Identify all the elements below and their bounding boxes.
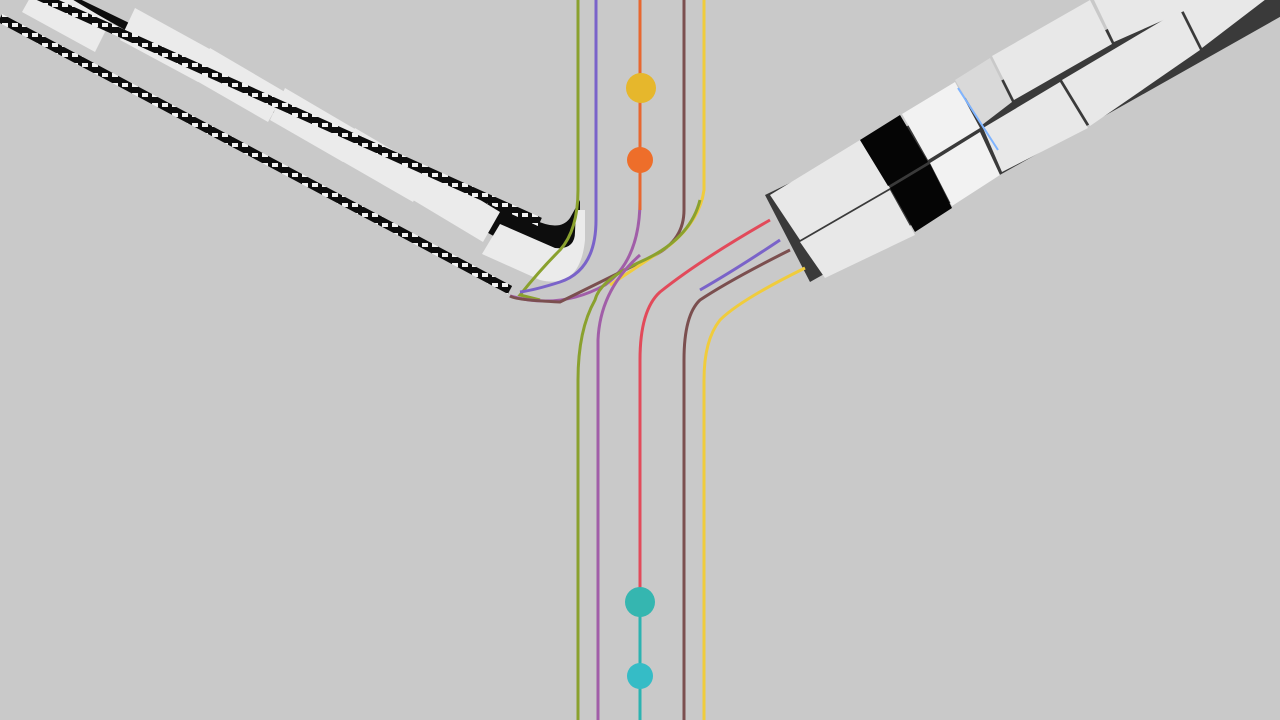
- film-frame: [482, 210, 585, 282]
- station-teal-upper: [625, 587, 655, 617]
- key: [955, 58, 1012, 125]
- key: [1094, 0, 1200, 42]
- line-violet: [519, 0, 598, 294]
- key: [983, 82, 1088, 172]
- line-purple-main: [596, 253, 641, 720]
- key: [992, 0, 1112, 100]
- film-frame: [22, 0, 110, 52]
- keyboard: [765, 0, 1280, 282]
- stations: [625, 73, 656, 689]
- film-frame: [413, 168, 500, 242]
- station-yellow: [626, 73, 656, 103]
- line-olive: [517, 0, 580, 302]
- key: [902, 82, 980, 160]
- transit-lines: [509, 0, 806, 720]
- line-yellow-main: [702, 266, 806, 720]
- key: [1182, 0, 1265, 48]
- keyboard-glow: [957, 87, 999, 151]
- film-perforation-bottom: [0, 14, 513, 294]
- key: [1062, 10, 1200, 126]
- line-olive-main: [576, 199, 702, 720]
- line-red: [638, 218, 771, 595]
- black-key: [860, 115, 928, 186]
- line-brown-main: [682, 248, 791, 720]
- film-perforation-top: [36, 0, 542, 227]
- black-key: [890, 164, 952, 232]
- line-violet-keyboard: [699, 238, 781, 292]
- station-teal-lower: [627, 663, 653, 689]
- film-strip: [0, 0, 585, 294]
- key: [800, 190, 915, 278]
- station-orange: [627, 147, 653, 173]
- key: [930, 132, 1000, 206]
- key: [770, 140, 890, 240]
